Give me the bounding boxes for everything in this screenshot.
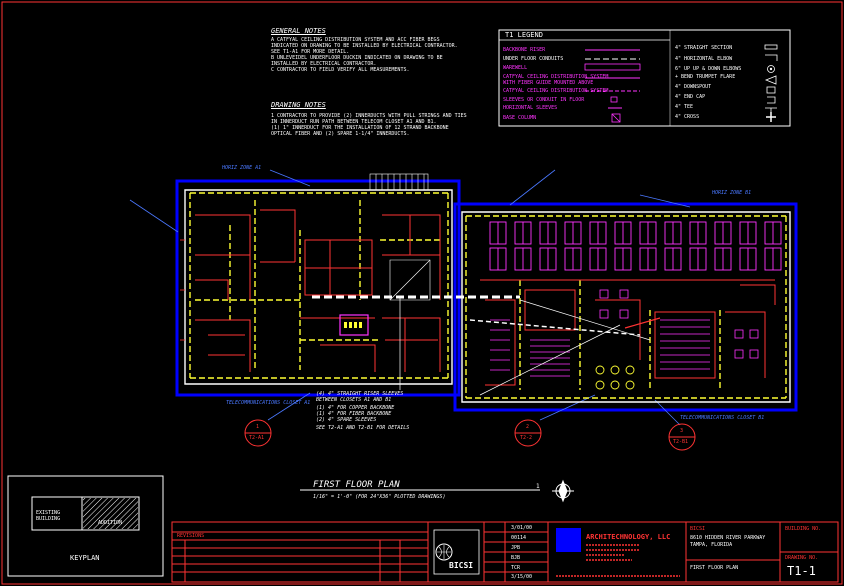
riser-note-line: SEE T2-A1 AND T2-B1 FOR DETAILS (316, 425, 410, 431)
info-value: JPB (511, 545, 521, 551)
general-note-line: A CATFYAL CEILING DISTRIBUTION SYSTEM AN… (271, 37, 440, 43)
section-markers (244, 419, 696, 451)
client-line: 8610 HIDDEN RIVER PARKWAY (690, 535, 766, 541)
info-value: BJB (511, 555, 521, 561)
info-value: 00114 (511, 535, 527, 541)
legend-symbol-item: 4" TEE (675, 104, 694, 110)
drawing-notes-heading: DRAWING NOTES (271, 101, 326, 109)
zone-a1-boundary (175, 179, 461, 397)
drawing-note-line: IN INNERDUCT RUN PATH BETWEEN TELECOM CL… (271, 119, 437, 125)
riser-note-line: BETWEEN CLOSETS A1 AND B1 (316, 397, 392, 403)
keyplan-label: KEYPLAN (70, 554, 100, 562)
keyplan-box (7, 475, 164, 577)
legend-symbol-item: 4" DOWNSPOUT (675, 84, 712, 90)
info-value: 3/15/00 (511, 574, 533, 580)
legend-item: UNDER FLOOR CONDUITS (503, 56, 564, 62)
general-note-line: INDICATED ON DRAWING TO BE INSTALLED BY … (271, 43, 458, 49)
riser-note-line: (2) 4" SPARE SLEEVES (316, 417, 377, 423)
client-line: TAMPA, FLORIDA (690, 542, 733, 548)
building-b-plan (461, 211, 791, 403)
riser-note-line: (4) 4" STRAIGHT RISER SLEEVES (316, 391, 404, 397)
firm-name: ARCHITECHNOLOGY, LLC (586, 533, 671, 541)
drawing-note-line: OPTICAL FIBER AND (2) SPARE 1-1/4" INNER… (271, 131, 410, 137)
legend-item: CATFYAL CEILING DISTRIBUTION SYSTEM (503, 74, 609, 80)
seating-rows (490, 319, 710, 377)
general-notes-heading: GENERAL NOTES (271, 27, 326, 35)
legend-item: WITH FIBER GUIDE MOUNTED ABOVE (503, 80, 594, 86)
legend-symbol-item: 4" HORIZONTAL ELBOW (675, 56, 733, 62)
section-sheet: T2-B1 (673, 439, 689, 445)
callout-zone-b1: HORIZ ZONE B1 (712, 190, 752, 196)
drawing-note-line: (1) 1" INNERDUCT FOR THE INSTALLATION OF… (271, 125, 449, 131)
section-sheet: T2-2 (520, 435, 533, 441)
revisions-label: REVISIONS (177, 533, 205, 539)
section-number: 3 (680, 428, 684, 434)
telecom-closet-a1 (339, 314, 369, 336)
general-note-line: B UNLEVEIDEL UNDERFLOOR DUCKIN INDICATED… (271, 55, 443, 61)
legend-symbol-item: 6" UP UP & DOWN ELBOWS (675, 66, 742, 72)
building-no-label: BUILDING NO. (785, 526, 822, 532)
drawing-number: T1-1 (787, 564, 816, 578)
general-note-line: SEE T1-A1 FOR MORE DETAIL. (271, 49, 350, 55)
keyplan-addition-label: ADDITION (98, 520, 123, 526)
legend-symbol-item: 4" CROSS (675, 114, 700, 120)
bicsi-logo-icon (433, 529, 480, 575)
callout-closet-a1: TELECOMMUNICATIONS CLOSET A1 (226, 400, 311, 406)
plan-scale: 1/16" = 1'-0" (FOR 24"X36" PLOTTED DRAWI… (313, 494, 446, 500)
sheet-title: FIRST FLOOR PLAN (690, 565, 739, 571)
riser-note-line: (1) 4" FOR FIBER BACKBONE (316, 411, 392, 417)
legend-box (498, 29, 791, 127)
legend-item: CATFYAL CEILING DISTRIBUTION SYSTEM (503, 88, 609, 94)
callout-zone-a1: HORIZ ZONE A1 (222, 165, 262, 171)
stair-a (369, 173, 429, 191)
legend-item: HORIZONTAL SLEEVES (503, 105, 558, 111)
legend-item: SLEEVES OR CONDUIT IN FLOOR (503, 97, 585, 103)
legend-item: BACKBONE RISER (503, 47, 546, 53)
info-value: TCR (511, 565, 521, 571)
keyplan-existing-label: EXISTING BUILDING (36, 510, 61, 522)
building-a-plan (180, 173, 453, 385)
plan-title: FIRST FLOOR PLAN (313, 480, 400, 490)
section-number: 2 (526, 424, 530, 430)
north-arrow-icon (552, 479, 574, 503)
legend-symbol-item: 4" STRAIGHT SECTION (675, 45, 733, 51)
section-number: 1 (256, 424, 260, 430)
cafe-tables (595, 365, 635, 390)
legend-item: WAREWELL (503, 65, 528, 71)
section-sheet: T2-A1 (249, 435, 265, 441)
title-block (171, 521, 839, 583)
zone-b1-boundary (453, 202, 798, 412)
legend-symbol-item: 4" END CAP (675, 94, 706, 100)
firm-logo-icon (556, 528, 581, 552)
drawing-no-label: DRAWING NO. (785, 555, 819, 561)
plan-number: 1 (536, 483, 540, 490)
firm-info-lines (556, 544, 680, 577)
general-note-line: C CONTRACTOR TO FIELD VERIFY ALL MEASURE… (271, 67, 410, 73)
legend-title: T1 LEGEND (505, 31, 543, 39)
legend-item: BASE COLUMN (503, 115, 537, 121)
info-value: 3/01/00 (511, 525, 533, 531)
client-label: BICSI (690, 526, 706, 532)
bicsi-logo-text: BICSI (449, 561, 474, 570)
riser-note-line: (1) 4" FOR COPPER BACKBONE (316, 405, 395, 411)
callout-closet-b1: TELECOMMUNICATIONS CLOSET B1 (680, 415, 765, 421)
legend-symbol-item: + BEND TRUMPET FLARE (675, 74, 736, 80)
drawing-note-line: 1 CONTRACTOR TO PROVIDE (2) INNERDUCTS W… (271, 113, 467, 119)
callout-leaders (129, 169, 691, 426)
general-note-line: INSTALLED BY ELECTRICAL CONTRACTOR. (271, 61, 377, 67)
